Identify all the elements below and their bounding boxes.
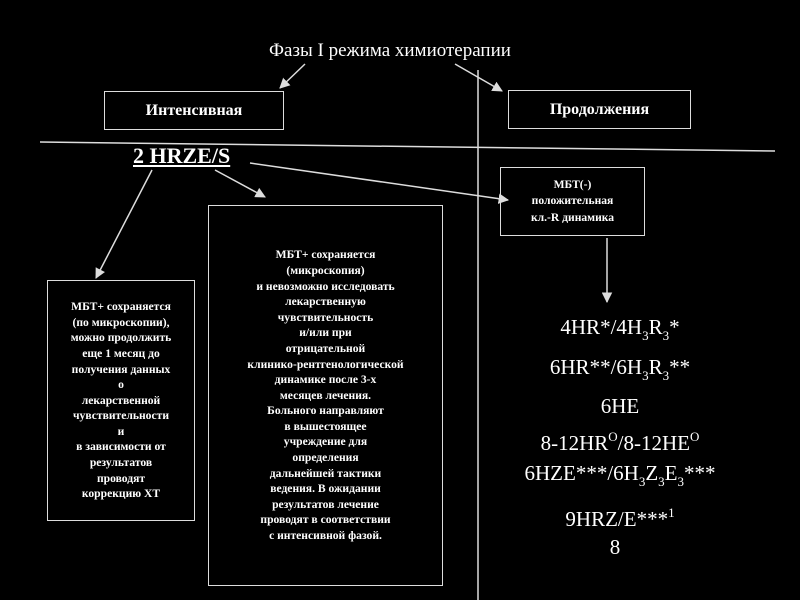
regimen-1: 4HR*/4H3R3* bbox=[560, 315, 680, 343]
left-box-line: результатов bbox=[89, 456, 153, 470]
left-box-line: проводят bbox=[96, 471, 146, 485]
main-regimen: 2 HRZE/S bbox=[133, 143, 231, 168]
arrow-title-continuation bbox=[454, 63, 503, 92]
left-box-line: лекарственной bbox=[81, 393, 161, 407]
middle-box-line: в вышестоящее bbox=[284, 419, 367, 433]
arrow-to-right-box bbox=[249, 162, 510, 204]
middle-box-line: результатов лечение bbox=[272, 497, 379, 511]
regimen-2: 6HR**/6H3R3** bbox=[549, 354, 691, 383]
middle-box-line: месяцев лечения. bbox=[279, 388, 372, 402]
middle-box-line: чувствительность bbox=[277, 310, 374, 324]
middle-box-line: Больного направляют bbox=[267, 404, 384, 418]
regimen-5: 6HZE***/6H3Z3E3*** bbox=[524, 461, 716, 489]
middle-box-line: с интенсивной фазой. bbox=[269, 529, 382, 543]
middle-box-line: учреждение для bbox=[283, 435, 368, 449]
middle-box-line: отрицательной bbox=[285, 341, 366, 355]
arrow-to-middle-box bbox=[214, 169, 266, 198]
middle-box-line: проводят в соответствии bbox=[260, 513, 391, 527]
left-box-line: и bbox=[117, 424, 125, 438]
horizontal-divider bbox=[39, 141, 776, 152]
regimen-6: 9HRZ/E***1 bbox=[565, 504, 675, 531]
regimen-4: 8-12HRO/8-12HEO bbox=[540, 428, 700, 455]
right-box-line: МБТ(-) bbox=[553, 177, 592, 191]
middle-box-line: дальнейшей тактики bbox=[269, 466, 382, 480]
left-box-line: о bbox=[118, 378, 124, 392]
middle-box-line: лекарственную bbox=[285, 295, 366, 309]
regimen-3: 6HE bbox=[600, 394, 640, 418]
continuation-phase-label: Продолжения bbox=[549, 100, 650, 118]
continuation-phase-box: Продолжения bbox=[508, 90, 691, 129]
arrow-to-left-box bbox=[95, 169, 153, 279]
diagram-title: Фазы I режима химиотерапии bbox=[269, 40, 511, 61]
middle-box-line: и/или при bbox=[299, 326, 352, 340]
left-condition-box: МБТ+ сохраняется(по микроскопии), можно п… bbox=[47, 280, 195, 521]
left-box-line: коррекцию ХТ bbox=[81, 487, 161, 501]
page-number: 8 bbox=[609, 535, 621, 559]
middle-box-line: динамике после 3-х bbox=[274, 373, 377, 387]
intensive-phase-label: Интенсивная bbox=[145, 101, 243, 119]
right-condition-box: МБТ(-) положительная кл.-R динамика bbox=[500, 167, 645, 236]
left-box-line: можно продолжить bbox=[70, 331, 172, 345]
right-box-line: положительная bbox=[531, 194, 614, 208]
middle-box-line: (микроскопия) bbox=[286, 263, 365, 277]
intensive-phase-box: Интенсивная bbox=[104, 91, 284, 130]
left-box-line: в зависимости от bbox=[76, 440, 166, 454]
middle-condition-box: МБТ+ сохраняется(микроскопия) и невозможн… bbox=[208, 205, 443, 586]
continuation-regimens: 4HR*/4H3R3* 6HR**/6H3R3** 6HE 8-12HRO/8-… bbox=[480, 312, 760, 534]
left-box-line: (по микроскопии), bbox=[72, 315, 170, 329]
arrow-title-intensive bbox=[279, 63, 306, 89]
right-box-line: кл.-R динамика bbox=[530, 210, 615, 224]
middle-box-line: ведения. В ожидании bbox=[270, 482, 381, 496]
middle-box-line: определения bbox=[292, 451, 359, 465]
left-box-line: еще 1 месяц до bbox=[82, 346, 160, 360]
left-box-line: МБТ+ сохраняется bbox=[71, 300, 171, 314]
left-box-line: получения данных bbox=[71, 362, 171, 376]
middle-box-line: и невозможно исследовать bbox=[256, 279, 395, 293]
left-box-line: чувствительности bbox=[73, 409, 169, 423]
middle-box-line: клинико-рентгенологической bbox=[247, 357, 404, 371]
middle-box-line: МБТ+ сохраняется bbox=[275, 248, 376, 262]
